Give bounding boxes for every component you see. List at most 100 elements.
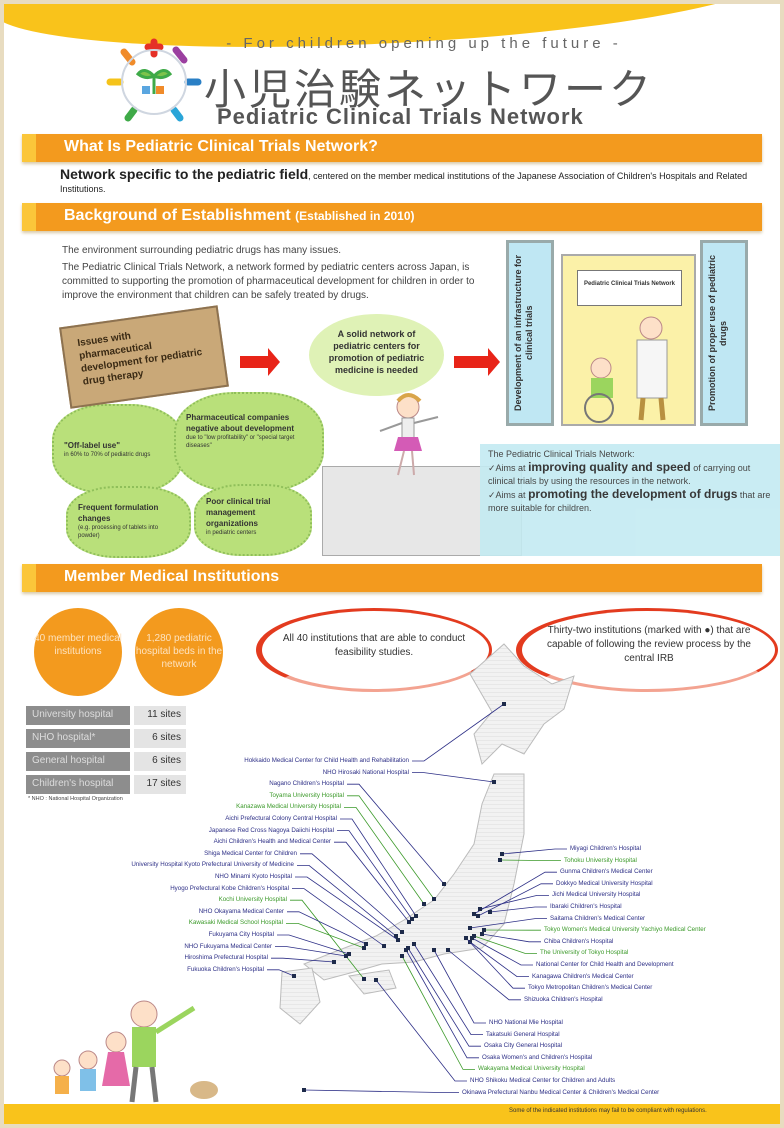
leader-line [405,949,479,1059]
leader-line [479,895,549,910]
aim-bold: improving quality and speed [528,460,691,474]
hospital-label: Jichi Medical University Hospital [552,891,641,899]
poster: - For children opening up the future - 小… [4,4,780,1124]
hospital-marker [362,946,366,950]
issue-bush-off-label: "Off-label use"in 60% to 70% of pediatri… [52,404,184,494]
doorway: Pediatric Clinical Trials Network [561,254,696,426]
leader-line [347,795,435,900]
site-count: 6 sites [134,729,186,748]
red-arrow-icon [454,348,500,376]
leader-line [473,871,557,915]
hospital-marker [382,944,386,948]
aim-item-1: ✓Aims at improving quality and speed of … [488,461,772,488]
hospital-label: Kanagawa Children's Medical Center [532,972,634,980]
red-arrow-icon [240,348,280,376]
issue-bush-formulation: Frequent formulation changes(e.g. proces… [66,486,191,558]
hospital-marker [488,910,492,914]
hospital-label: Fukuoka Children's Hospital [187,965,264,973]
established-note: (Established in 2010) [295,209,415,223]
hospital-marker [404,948,408,952]
leader-line [469,941,529,977]
institution-type: Children's hospital [26,775,130,794]
hospital-label: Aichi Prefectural Colony Central Hospita… [225,815,337,822]
site-count: 17 sites [134,775,186,794]
leader-line [337,830,413,920]
hospital-marker [400,954,404,958]
hospital-label: Hiroshima Prefectural Hospital [184,954,268,962]
hospital-label: Shiga Medical Center for Children [204,849,297,857]
leader-line [499,859,561,861]
hospital-marker [410,917,414,921]
hospital-marker [500,852,504,856]
hospital-label: National Center for Child Health and Dev… [536,961,674,968]
hospital-marker [476,914,480,918]
section-header-background: Background of Establishment (Established… [22,203,762,231]
hospital-label: Toyama University Hospital [269,791,344,799]
aim-prefix: ✓Aims at [488,490,529,500]
hospital-label: NHO Okayama Medical Center [198,907,284,915]
hospital-marker [446,948,450,952]
callout-central-irb: Thirty-two institutions (marked with ●) … [546,625,751,664]
door-illustration: Development of an infrastructure for cli… [506,240,754,430]
hospital-label: Tohoku University Hospital [564,856,637,864]
hospital-marker [492,780,496,784]
network-description: Network specific to the pediatric field,… [60,167,750,196]
leader-line [447,949,521,1001]
hospital-label: Saitama Children's Medical Center [550,914,646,922]
hospital-label: Osaka City General Hospital [484,1042,563,1050]
hospital-label: Hyogo Prefectural Kobe Children's Hospit… [170,884,289,892]
hospital-label: University Hospital Kyoto Prefectural Un… [131,861,294,869]
leader-line [401,955,475,1070]
leader-line [267,969,295,977]
hospital-marker [422,902,426,906]
doctor-and-child-illustration [584,316,668,423]
hospital-marker [292,974,296,978]
hokkaido-shape [469,643,575,765]
aims-title: The Pediatric Clinical Trials Network: [488,449,635,459]
hospital-label: Osaka Women's and Children's Hospital [482,1053,593,1061]
hospital-marker [364,942,368,946]
hospital-marker [396,938,400,942]
section-header-what-is: What Is Pediatric Clinical Trials Networ… [22,134,762,162]
hospital-label: Nagano Children's Hospital [269,780,344,788]
hospital-label: Tokyo Metropolitan Children's Medical Ce… [528,984,653,992]
leader-line [277,934,350,955]
background-text: The environment surrounding pediatric dr… [62,244,512,303]
hospital-label: Okinawa Prefectural Nanbu Medical Center… [462,1088,660,1096]
japan-map [267,643,575,1093]
leader-line [471,937,533,966]
hospital-label: The University of Tokyo Hospital [540,949,629,957]
hospital-label: Miyagi Children's Hospital [570,845,641,852]
hospital-label: Dokkyo Medical University Hospital [556,879,653,887]
leader-line [412,703,505,762]
hospital-marker [432,897,436,901]
hospital-label: Kochi University Hospital [218,896,287,904]
leader-line [271,957,335,963]
title-english: Pediatric Clinical Trials Network [217,104,584,129]
leader-line [412,772,495,783]
bed-count-circle: 1,280 pediatric hospital beds in the net… [135,608,223,696]
issue-sub: in 60% to 70% of pediatric drugs [64,452,151,458]
hospital-label: Hokkaido Medical Center for Child Health… [244,757,409,764]
leader-line [344,807,425,905]
hospital-marker [432,948,436,952]
leader-line [473,935,537,954]
children-family-illustration [53,1000,218,1103]
leader-line [275,946,347,957]
leader-line [290,899,365,980]
leader-line [287,911,367,945]
hospital-marker [482,928,486,932]
hospital-label: Shizuoka Children's Hospital [524,995,603,1003]
hospital-marker [407,920,411,924]
hospital-label: Kanazawa Medical University Hospital [236,803,341,811]
hospital-label: NHO National Mie Hospital [489,1019,563,1026]
hospital-marker [470,936,474,940]
hospital-marker [478,907,482,911]
issue-sub: (e.g. processing of tablets into powder) [78,525,159,539]
description-text: , centered on the member medical institu… [60,171,748,194]
background-para-1: The environment surrounding pediatric dr… [62,245,342,256]
compliance-note: Some of the indicated institutions may f… [509,1108,707,1114]
issue-bush-companies: Pharmaceutical companies negative about … [174,392,324,492]
institution-type: University hospital [26,706,130,725]
institution-type: NHO hospital* [26,729,130,748]
